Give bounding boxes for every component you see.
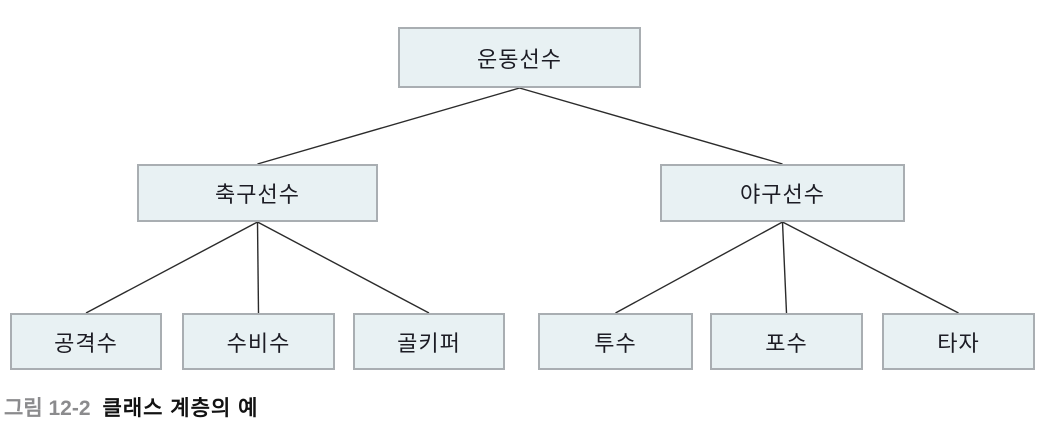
figure-caption-number: 그림 12-2 (4, 397, 91, 420)
tree-node-label: 공격수 (54, 330, 118, 356)
tree-node-label: 야구선수 (740, 182, 825, 207)
tree-edge-athlete-soccer (257, 87, 520, 165)
tree-node-athlete: 운동선수 (398, 27, 641, 88)
tree-edge-baseball-batter (782, 221, 959, 314)
tree-node-label: 타자 (937, 330, 980, 356)
tree-edge-soccer-striker (85, 221, 258, 314)
tree-node-label: 축구선수 (215, 182, 300, 207)
tree-edge-soccer-defender (256, 221, 260, 314)
tree-node-baseball: 야구선수 (660, 164, 905, 222)
tree-edge-soccer-goalkeeper (257, 221, 430, 314)
tree-node-striker: 공격수 (10, 313, 162, 370)
figure-caption: 그림 12-2 클래스 계층의 예 (4, 392, 258, 422)
tree-node-pitcher: 투수 (538, 313, 693, 370)
tree-edge-baseball-pitcher (615, 221, 783, 314)
figure-caption-title: 클래스 계층의 예 (102, 397, 259, 420)
tree-node-soccer: 축구선수 (137, 164, 378, 222)
tree-node-label: 투수 (594, 330, 637, 356)
tree-node-label: 골키퍼 (397, 330, 461, 356)
tree-node-label: 포수 (765, 330, 808, 356)
tree-node-catcher: 포수 (710, 313, 863, 370)
tree-node-batter: 타자 (882, 313, 1035, 370)
tree-node-defender: 수비수 (182, 313, 335, 370)
tree-node-label: 운동선수 (477, 46, 562, 72)
tree-edge-athlete-baseball (519, 87, 783, 165)
tree-node-label: 수비수 (226, 330, 291, 356)
tree-node-goalkeeper: 골키퍼 (353, 313, 505, 370)
tree-edge-baseball-catcher (781, 221, 788, 314)
